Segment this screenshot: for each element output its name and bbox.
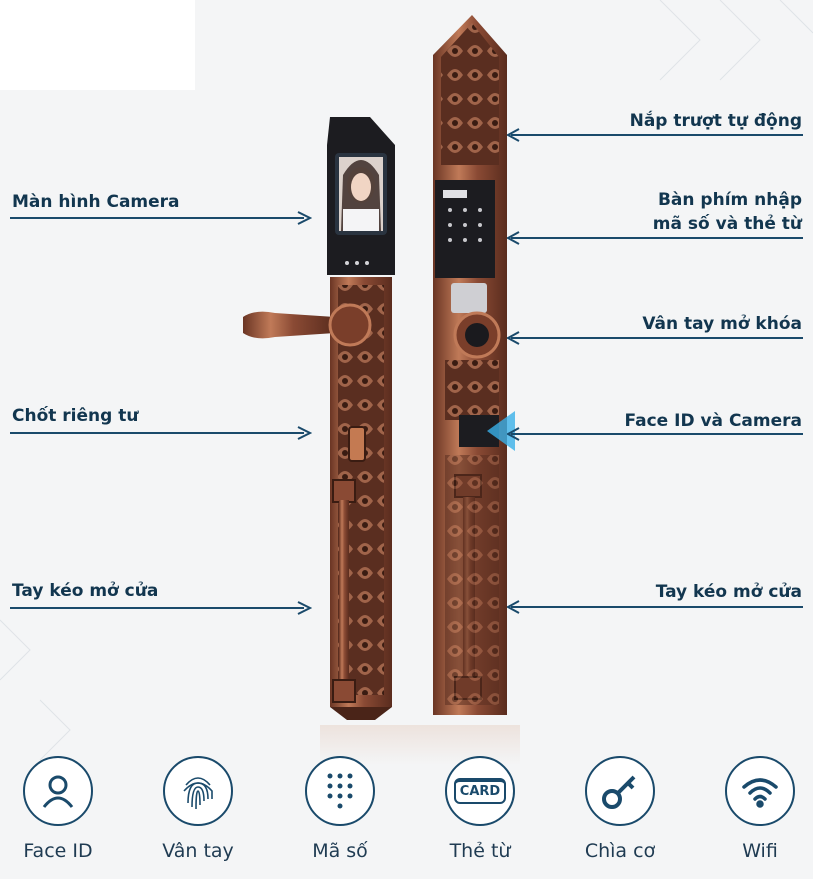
callout-face-id-camera: Face ID và Camera [624, 411, 803, 431]
fingerprint-icon [163, 756, 233, 826]
feature-label: Chìa cơ [584, 840, 656, 862]
feature-label: Face ID [23, 840, 93, 862]
feature-mechanical-key: Chìa cơ [565, 756, 675, 862]
feature-label: Vân tay [162, 840, 234, 862]
feature-wifi: Wifi [705, 756, 813, 862]
wifi-icon [725, 756, 795, 826]
arrow-left-icon [507, 128, 803, 142]
callout-pull-handle-left: Tay kéo mở cửa [12, 581, 159, 601]
card-icon: CARD [445, 756, 515, 826]
callout-pull-handle-right: Tay kéo mở cửa [655, 582, 802, 602]
face-id-icon [23, 756, 93, 826]
feature-fingerprint: Vân tay [143, 756, 253, 862]
callout-camera-screen: Màn hình Camera [12, 192, 180, 212]
feature-label: Wifi [742, 840, 778, 862]
arrow-left-icon [507, 331, 803, 345]
callout-privacy-latch: Chốt riêng tư [12, 406, 139, 426]
callout-keypad-line2: mã số và thẻ từ [652, 214, 802, 234]
arrow-left-icon [507, 231, 803, 245]
arrow-right-icon [10, 601, 312, 615]
keypad-icon [305, 756, 375, 826]
arrow-left-icon [507, 600, 803, 614]
arrow-left-icon [507, 427, 803, 441]
feature-passcode: Mã số [285, 756, 395, 862]
arrow-right-icon [10, 211, 312, 225]
arrow-right-icon [10, 426, 312, 440]
callout-fingerprint-unlock: Vân tay mở khóa [642, 314, 802, 334]
feature-label: Thẻ từ [449, 840, 511, 862]
feature-card: CARD Thẻ từ [425, 756, 535, 862]
feature-label: Mã số [312, 840, 368, 862]
back-lock-image [433, 15, 515, 715]
key-icon [585, 756, 655, 826]
card-icon-text: CARD [453, 778, 507, 804]
callout-auto-slide-cover: Nắp trượt tự động [629, 111, 802, 131]
callout-keypad-line1: Bàn phím nhập [657, 190, 802, 210]
front-lock-image [243, 117, 395, 720]
feature-face-id: Face ID [3, 756, 113, 862]
